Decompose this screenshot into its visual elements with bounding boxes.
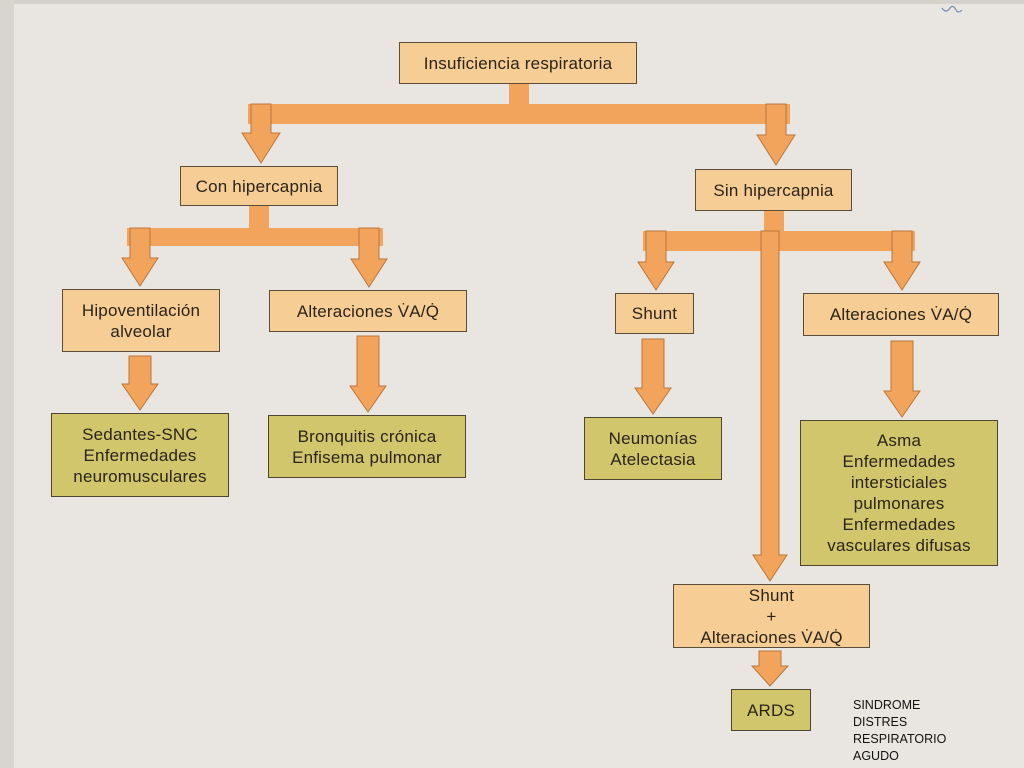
node-label: Insuficiencia respiratoria	[423, 53, 613, 73]
node-label: ARDS	[746, 700, 796, 720]
ards-caption: SINDROME DISTRES RESPIRATORIO AGUDO	[853, 697, 946, 765]
node-label-line: Neumonías	[608, 428, 698, 448]
node-label-line: Atelectasia	[610, 449, 696, 469]
node-shunt: Shunt	[615, 293, 694, 334]
node-label-line: Bronquitis crónica	[297, 426, 437, 446]
node-label-line: pulmonares	[853, 494, 945, 513]
connector-stem	[764, 211, 784, 235]
node-bronquitis-enfisema: Bronquitis crónica Enfisema pulmonar	[268, 415, 466, 478]
arrow-to-hipoventilacion	[121, 227, 159, 287]
node-label: Alteraciones V̇A/Q̇	[296, 301, 440, 321]
arrow-to-neumonias	[634, 338, 672, 415]
node-ards: ARDS	[731, 689, 811, 731]
node-label-line: Sedantes-SNC	[82, 424, 198, 444]
node-hipoventilacion-alveolar: Hipoventilación alveolar	[62, 289, 220, 352]
connector-stem	[249, 206, 269, 230]
node-sin-hipercapnia: Sin hipercapnia	[695, 169, 852, 211]
arrow-to-sin-hipercapnia	[756, 103, 796, 166]
arrow-to-alteraciones-right	[883, 230, 921, 291]
arrow-to-shunt	[637, 230, 675, 291]
node-asma-enfermedades: Asma Enfermedades intersticiales pulmona…	[800, 420, 998, 566]
node-label-line: +	[766, 606, 777, 626]
node-shunt-alteraciones: Shunt + Alteraciones V̇A/Q̇	[673, 584, 870, 648]
arrow-to-alteraciones-left	[350, 227, 388, 288]
node-label-line: Enfermedades	[842, 452, 956, 471]
node-label-line: Alteraciones V̇A/Q̇	[700, 627, 843, 647]
caption-line: SINDROME	[853, 698, 921, 712]
node-label-line: Enfisema pulmonar	[292, 447, 442, 467]
node-label-line: alveolar	[110, 321, 172, 341]
node-alteraciones-va-q-left: Alteraciones V̇A/Q̇	[269, 290, 467, 332]
node-label-line: Hipoventilación	[81, 300, 201, 320]
node-insuficiencia-respiratoria: Insuficiencia respiratoria	[399, 42, 637, 84]
arrow-to-asma	[883, 340, 921, 418]
pen-mark-icon	[941, 5, 963, 13]
node-label-line: vasculares difusas	[827, 536, 971, 555]
connector-stem	[509, 84, 529, 108]
caption-line: AGUDO	[853, 749, 899, 763]
arrow-to-sedantes	[121, 355, 159, 411]
page-edge-left	[0, 0, 14, 768]
connector-bar	[248, 104, 790, 124]
node-label-line: Shunt	[748, 585, 795, 605]
node-alteraciones-va-q-right: Alteraciones V̇A/Q̇	[803, 293, 999, 336]
arrow-to-bronquitis	[349, 335, 387, 413]
connector-bar	[127, 228, 383, 246]
page-edge-top	[0, 0, 1024, 4]
node-sedantes-snc: Sedantes-SNC Enfermedades neuromusculare…	[51, 413, 229, 497]
caption-line: RESPIRATORIO	[853, 732, 947, 746]
arrow-to-ards	[750, 650, 790, 687]
node-label-line: Asma	[876, 431, 922, 450]
node-neumonias-atelectasia: Neumonías Atelectasia	[584, 417, 722, 480]
node-label: Con hipercapnia	[195, 176, 323, 196]
node-label: Shunt	[631, 304, 678, 323]
node-label-line: intersticiales	[850, 473, 948, 492]
node-con-hipercapnia: Con hipercapnia	[180, 166, 338, 206]
node-label: Sin hipercapnia	[713, 180, 834, 200]
node-label-line: Enfermedades	[842, 515, 956, 534]
arrow-to-shunt-alteraciones	[752, 230, 788, 582]
node-label-line: Enfermedades	[83, 445, 197, 465]
arrow-to-con-hipercapnia	[241, 103, 281, 164]
node-label: Alteraciones V̇A/Q̇	[829, 305, 973, 324]
caption-line: DISTRES	[853, 715, 908, 729]
node-label-line: neuromusculares	[73, 466, 207, 486]
